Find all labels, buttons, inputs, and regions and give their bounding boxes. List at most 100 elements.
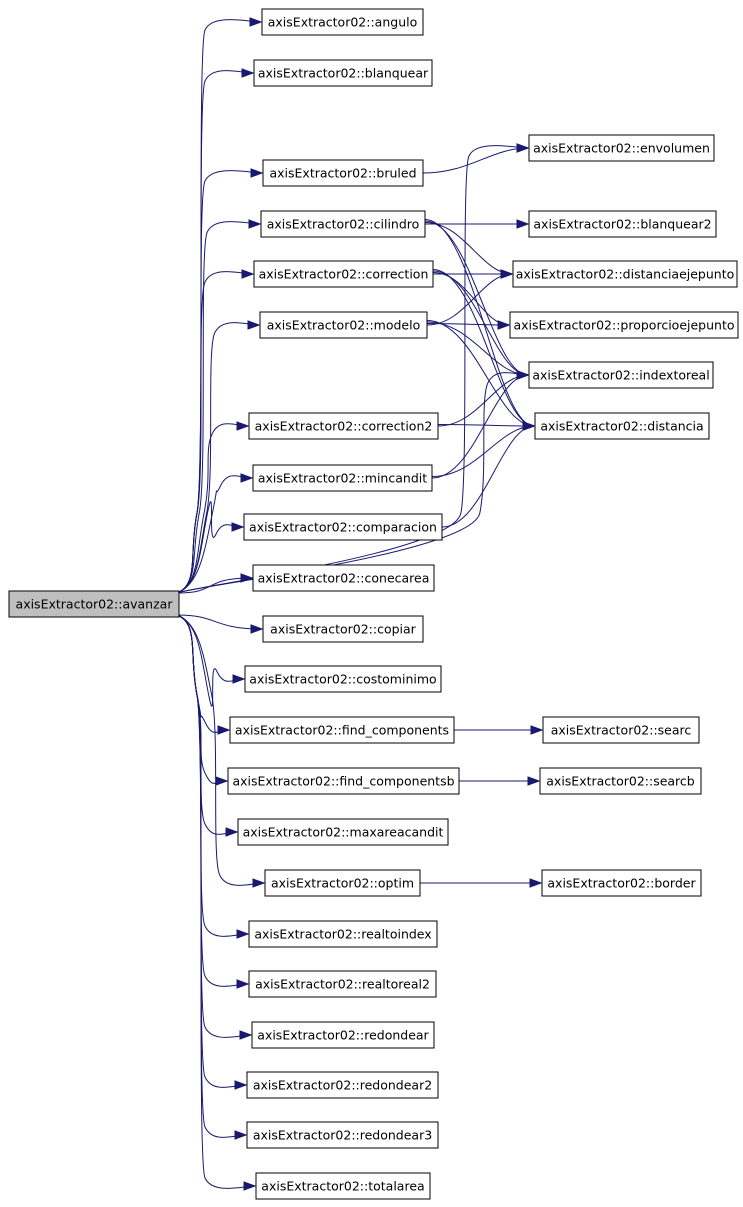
- node-searc[interactable]: axisExtractor02::searc: [542, 716, 700, 744]
- arrowhead-blanquear-icon: [241, 68, 255, 78]
- call-edge-comparacion-to-distancia: [441, 425, 535, 528]
- node-label: axisExtractor02::comparacion: [249, 520, 437, 535]
- node-realtoindex[interactable]: axisExtractor02::realtoindex: [248, 920, 438, 948]
- call-edge-avanzar-to-comparacion: [176, 501, 244, 594]
- node-cilindro[interactable]: axisExtractor02::cilindro: [260, 210, 426, 238]
- node-label: axisExtractor02::bruled: [269, 166, 416, 181]
- node-blanquear[interactable]: axisExtractor02::blanquear: [253, 59, 433, 87]
- arrowhead-angulo-icon: [249, 17, 263, 27]
- node-box: [534, 412, 710, 440]
- node-avanzar[interactable]: axisExtractor02::avanzar: [8, 590, 180, 618]
- node-bruled[interactable]: axisExtractor02::bruled: [262, 159, 424, 187]
- node-label: axisExtractor02::optim: [271, 876, 414, 891]
- arrowhead-proporcioejepunto-icon: [497, 320, 511, 330]
- node-redondear3[interactable]: axisExtractor02::redondear3: [246, 1121, 439, 1149]
- node-box: [229, 716, 455, 744]
- node-box: [246, 1071, 439, 1099]
- arrowhead-maxareacandit-icon: [225, 827, 239, 837]
- node-box: [262, 615, 424, 643]
- node-box: [539, 767, 702, 795]
- node-label: axisExtractor02::maxareacandit: [243, 825, 444, 840]
- node-label: axisExtractor02::find_componentsb: [232, 774, 454, 789]
- node-distancia[interactable]: axisExtractor02::distancia: [534, 412, 710, 440]
- node-box: [259, 311, 428, 339]
- call-edge-modelo-to-distancia: [426, 320, 535, 427]
- call-edge-avanzar-to-correction2: [176, 423, 249, 594]
- call-edge-correction2-to-distancia: [437, 424, 535, 427]
- node-label: axisExtractor02::mincandit: [258, 471, 427, 486]
- node-label: axisExtractor02::searc: [551, 723, 692, 738]
- arrowhead-find-components-icon: [217, 725, 231, 735]
- call-edge-avanzar-to-redondear2: [176, 614, 247, 1088]
- arrowhead-indextoreal-icon: [516, 370, 530, 380]
- node-label: axisExtractor02::realtoreal2: [255, 977, 430, 992]
- node-border[interactable]: axisExtractor02::border: [541, 869, 702, 897]
- node-distanciaejepunto[interactable]: axisExtractor02::distanciaejepunto: [512, 260, 738, 288]
- arrowhead-bruled-icon: [250, 168, 264, 178]
- node-totalarea[interactable]: axisExtractor02::totalarea: [255, 1172, 431, 1200]
- node-optim[interactable]: axisExtractor02::optim: [264, 869, 421, 897]
- node-copiar[interactable]: axisExtractor02::copiar: [262, 615, 424, 643]
- node-box: [264, 869, 421, 897]
- node-box: [252, 464, 433, 492]
- node-label: axisExtractor02::correction: [259, 267, 429, 282]
- arrowhead-modelo-icon: [247, 320, 261, 330]
- node-box: [253, 260, 434, 288]
- node-label: axisExtractor02::blanquear: [258, 66, 429, 81]
- call-edge-avanzar-to-maxareacandit: [176, 614, 238, 835]
- node-correction[interactable]: axisExtractor02::correction: [253, 260, 434, 288]
- node-box: [541, 869, 702, 897]
- arrowhead-find-componentsb-icon: [215, 776, 229, 786]
- node-find-components[interactable]: axisExtractor02::find_components: [229, 716, 455, 744]
- node-box: [512, 260, 738, 288]
- call-edge-avanzar-to-optim: [176, 614, 265, 886]
- node-label: axisExtractor02::redondear: [257, 1028, 429, 1043]
- node-searcb[interactable]: axisExtractor02::searcb: [539, 767, 702, 795]
- node-angulo[interactable]: axisExtractor02::angulo: [261, 8, 424, 36]
- node-blanquear2[interactable]: axisExtractor02::blanquear2: [528, 210, 717, 238]
- call-edge-avanzar-to-cilindro: [176, 221, 261, 594]
- arrowhead-correction-icon: [241, 269, 255, 279]
- node-mincandit[interactable]: axisExtractor02::mincandit: [252, 464, 433, 492]
- node-box: [227, 767, 460, 795]
- arrowhead-distanciaejepunto-icon: [500, 269, 514, 279]
- node-box: [542, 716, 700, 744]
- node-label: axisExtractor02::find_components: [235, 723, 449, 738]
- node-comparacion[interactable]: axisExtractor02::comparacion: [243, 513, 443, 541]
- node-conecarea[interactable]: axisExtractor02::conecarea: [252, 564, 435, 592]
- node-proporcioejepunto[interactable]: axisExtractor02::proporcioejepunto: [509, 311, 739, 339]
- arrowhead-redondear3-icon: [234, 1130, 248, 1140]
- node-label: axisExtractor02::indextoreal: [532, 368, 709, 383]
- node-redondear2[interactable]: axisExtractor02::redondear2: [246, 1071, 439, 1099]
- node-realtoreal2[interactable]: axisExtractor02::realtoreal2: [248, 970, 437, 998]
- node-costominimo[interactable]: axisExtractor02::costominimo: [244, 665, 442, 693]
- node-find-componentsb[interactable]: axisExtractor02::find_componentsb: [227, 767, 460, 795]
- node-redondear[interactable]: axisExtractor02::redondear: [251, 1021, 435, 1049]
- call-edge-correction2-to-indextoreal: [437, 374, 529, 427]
- arrowhead-envolumen-icon: [516, 143, 530, 153]
- node-label: axisExtractor02::conecarea: [258, 571, 430, 586]
- node-envolumen[interactable]: axisExtractor02::envolumen: [528, 134, 715, 162]
- node-indextoreal[interactable]: axisExtractor02::indextoreal: [528, 361, 714, 389]
- call-edge-correction-to-proporcioejepunto: [432, 272, 510, 326]
- node-label: axisExtractor02::copiar: [270, 622, 417, 637]
- call-edge-avanzar-to-find-componentsb: [176, 614, 228, 784]
- node-box: [248, 970, 437, 998]
- arrowhead-conecarea-icon: [240, 573, 254, 583]
- call-edge-avanzar-to-mincandit: [176, 475, 253, 594]
- node-label: axisExtractor02::angulo: [268, 15, 418, 30]
- node-modelo[interactable]: axisExtractor02::modelo: [259, 311, 428, 339]
- node-box: [528, 134, 715, 162]
- arrowhead-copiar-icon: [250, 624, 264, 634]
- arrowhead-comparacion-icon: [231, 522, 245, 532]
- node-correction2[interactable]: axisExtractor02::correction2: [248, 412, 439, 440]
- node-box: [509, 311, 739, 339]
- node-label: axisExtractor02::border: [547, 876, 696, 891]
- node-box: [528, 210, 717, 238]
- arrowhead-realtoindex-icon: [236, 929, 250, 939]
- node-maxareacandit[interactable]: axisExtractor02::maxareacandit: [237, 818, 449, 846]
- node-box: [243, 513, 443, 541]
- call-edge-avanzar-to-correction: [176, 271, 254, 594]
- node-box: [244, 665, 442, 693]
